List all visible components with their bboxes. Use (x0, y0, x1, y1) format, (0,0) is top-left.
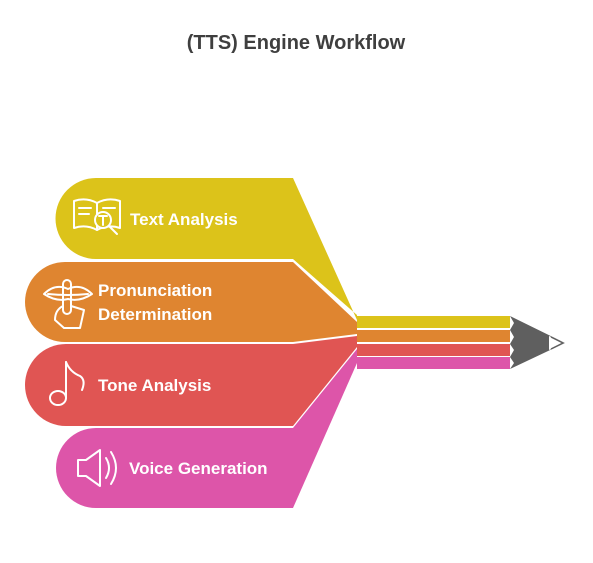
step-label-text-analysis: Text Analysis (130, 210, 238, 229)
funnel-text-analysis (293, 178, 357, 320)
step-pronunciation-determination: Pronunciation Determination (25, 262, 293, 342)
step-label-tone-analysis: Tone Analysis (98, 376, 211, 395)
step-label-line: Voice Generation (129, 459, 268, 478)
stripe-voice-generation (357, 357, 510, 369)
step-label-line: Tone Analysis (98, 376, 211, 395)
step-shape-voice-generation (56, 428, 293, 508)
pencil-tip-outline (550, 336, 565, 350)
step-shape-pronunciation-determination (25, 262, 293, 342)
step-tone-analysis: Tone Analysis (25, 344, 293, 426)
stripe-text-analysis (357, 316, 510, 328)
step-label-line: Text Analysis (130, 210, 238, 229)
lips-hush-icon (43, 279, 93, 329)
step-label-pronunciation-determination: Pronunciation Determination (98, 281, 217, 324)
stripe-pronunciation-determination (357, 330, 510, 342)
pencil-tip (510, 316, 565, 369)
step-label-voice-generation: Voice Generation (129, 459, 268, 478)
step-shape-text-analysis (55, 178, 293, 259)
funnel-tone-analysis (293, 336, 357, 426)
step-text-analysis: Text Analysis (55, 178, 293, 259)
speaker-icon (77, 449, 117, 487)
diagram-title: (TTS) Engine Workflow (187, 32, 406, 54)
step-label-line: Determination (98, 305, 212, 324)
funnel-voice-generation (293, 349, 357, 508)
funnel-pronunciation-determination (293, 262, 357, 342)
step-shape-tone-analysis (25, 344, 293, 426)
stripe-tone-analysis (357, 344, 510, 356)
music-note-icon (49, 361, 85, 406)
step-voice-generation: Voice Generation (56, 428, 293, 508)
pencil-lead (549, 336, 565, 350)
book-magnifier-icon (73, 198, 121, 235)
step-label-line: Pronunciation (98, 281, 212, 300)
